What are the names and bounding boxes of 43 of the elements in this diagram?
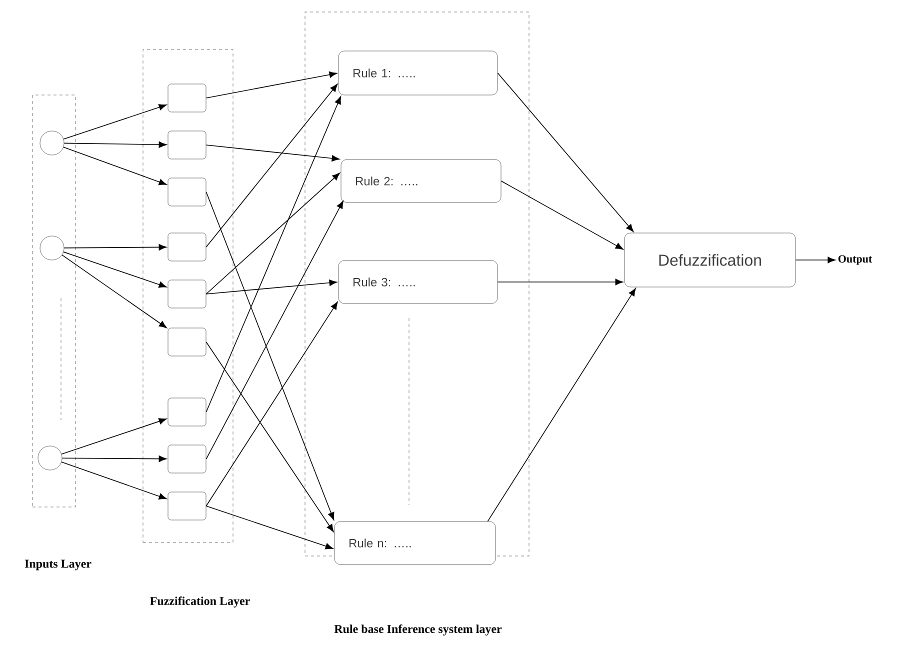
arrow	[487, 288, 636, 522]
arrow	[64, 141, 167, 148]
arrow	[206, 96, 342, 412]
fuzzy-box	[168, 444, 206, 474]
arrow	[206, 506, 334, 550]
arrow	[500, 180, 624, 250]
arrow	[206, 200, 344, 460]
arrow	[62, 456, 167, 462]
arrow	[497, 72, 634, 232]
arrow	[795, 256, 836, 264]
layer-frame	[304, 12, 530, 556]
arrow	[61, 418, 167, 455]
output-label: Output	[838, 255, 872, 265]
process-box: Defuzzification	[624, 232, 796, 288]
input-circle	[38, 446, 62, 470]
fuzzy-box	[168, 178, 206, 206]
fuzzy-box	[168, 84, 206, 112]
arrow	[62, 254, 167, 328]
input-circle	[40, 130, 64, 156]
fuzzy-box	[168, 280, 206, 308]
arrow	[497, 278, 624, 286]
arrow	[206, 192, 334, 520]
arrow	[206, 280, 338, 294]
fuzzy-box	[168, 130, 206, 160]
arrow	[206, 172, 340, 294]
layer-title: Fuzzification Layer	[150, 596, 250, 608]
layer-title: Rule base Inference system layer	[334, 624, 502, 636]
fuzzy-box	[168, 232, 206, 262]
arrow	[61, 462, 167, 500]
arrow	[63, 252, 167, 288]
arrow	[63, 146, 167, 186]
arrow	[63, 104, 167, 140]
fuzzy-box	[168, 398, 206, 426]
arrow	[206, 144, 340, 162]
arrow	[64, 244, 167, 250]
input-circle	[40, 236, 64, 260]
fuzzy-box	[168, 492, 206, 520]
arrow	[206, 84, 338, 248]
layer-title: Inputs Layer	[24, 560, 92, 570]
arrow	[206, 342, 334, 532]
arrow	[206, 71, 338, 98]
arrow	[206, 302, 338, 506]
fuzzy-box	[168, 328, 206, 356]
